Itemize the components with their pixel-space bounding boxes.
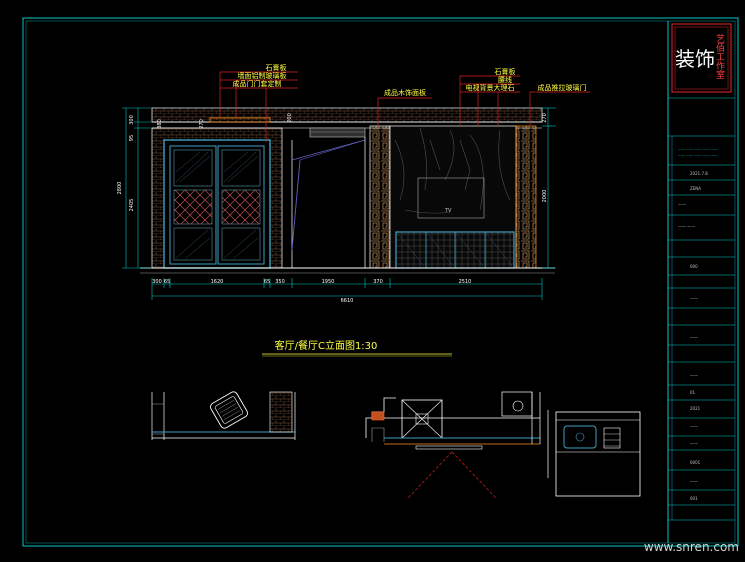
svg-text:——: ——: [690, 441, 698, 446]
dim-bottom-3: 1620: [211, 279, 224, 285]
detail-kitchen-sink: [548, 410, 640, 496]
callout-left-1: 石膏板: [266, 63, 287, 72]
fretwork-column-left: [370, 126, 390, 268]
svg-text:—— —— —— —— ——: —— —— —— —— ——: [678, 147, 718, 151]
double-door: [164, 140, 270, 268]
dim-left-top-2: 270: [199, 119, 205, 129]
dim-bottom-6: 1950: [322, 279, 335, 285]
svg-text:——: ——: [690, 479, 698, 484]
title-row-7: 001: [690, 496, 698, 501]
sink-basin: [564, 426, 596, 448]
callout-left-2: 墙面铝制玻璃板: [238, 71, 287, 80]
watermark: www.snren.com: [644, 540, 739, 554]
callout-right-3: 电视背景大理石: [466, 83, 515, 92]
ceiling-band: [152, 108, 542, 122]
title-row-1: 2021.7.8: [690, 171, 708, 176]
callout-right-2: 腰线: [498, 75, 512, 84]
dim-bottom-1: 300: [152, 279, 162, 285]
svg-text:TV: TV: [444, 208, 452, 214]
dim-bottom-7: 370: [373, 279, 383, 285]
svg-text:—— ——: —— ——: [678, 224, 695, 229]
svg-text:——: ——: [678, 202, 686, 207]
armchair-icon: [209, 390, 249, 429]
dim-left-1: 300: [129, 115, 135, 125]
title-row-3: 000: [690, 264, 698, 269]
elevation-main: TV: [140, 108, 555, 273]
dim-right-2: 2000: [542, 190, 548, 203]
dim-bottom-8: 2510: [459, 279, 472, 285]
company-name: 艺佰工作室: [714, 34, 725, 79]
dim-left-4: 2405: [129, 199, 135, 212]
title-row-6: 0001: [690, 460, 701, 465]
dim-left-3: 2800: [117, 182, 123, 195]
dim-bottom-2: 65: [164, 279, 170, 285]
logo-text: 装饰: [675, 47, 715, 71]
dim-bottom-4: 65: [264, 279, 270, 285]
svg-text:——: ——: [690, 424, 698, 429]
dim-bottom-5: 350: [275, 279, 285, 285]
svg-text:—— —— —— —— ——: —— —— —— —— ——: [678, 153, 718, 157]
title-block: 装饰 艺佰工作室 —— —— —— —— —— —— —— —— —— —— 2…: [668, 21, 735, 543]
callout-right-4: 成品推拉玻璃门: [538, 83, 587, 92]
dim-right-1: 270: [542, 113, 548, 123]
tv-marble-wall: TV: [390, 126, 516, 268]
svg-text:——: ——: [690, 373, 698, 378]
title-row-4: 01: [690, 390, 696, 395]
detail-plan-section: [366, 392, 540, 498]
dim-top-mid: 200: [287, 113, 293, 123]
svg-text:——: ——: [690, 335, 698, 340]
fretwork-column-right: [516, 126, 536, 268]
title-row-5: 2021: [690, 406, 701, 411]
detail-armchair: [152, 390, 295, 440]
svg-text:——: ——: [690, 296, 698, 301]
dim-total: 6610: [341, 298, 354, 304]
dim-left-2: 95: [129, 135, 135, 141]
wall-opening: [292, 137, 365, 268]
callout-center: 成品木饰面板: [384, 88, 426, 97]
drawing-title: 客厅/餐厅C立面图1:30: [275, 339, 378, 352]
callout-right-1: 石膏板: [495, 67, 516, 76]
title-row-2: ZENA: [690, 186, 701, 191]
dim-left-top-1: 380: [157, 119, 163, 129]
callout-left-3: 成品门门套定制: [233, 79, 282, 88]
